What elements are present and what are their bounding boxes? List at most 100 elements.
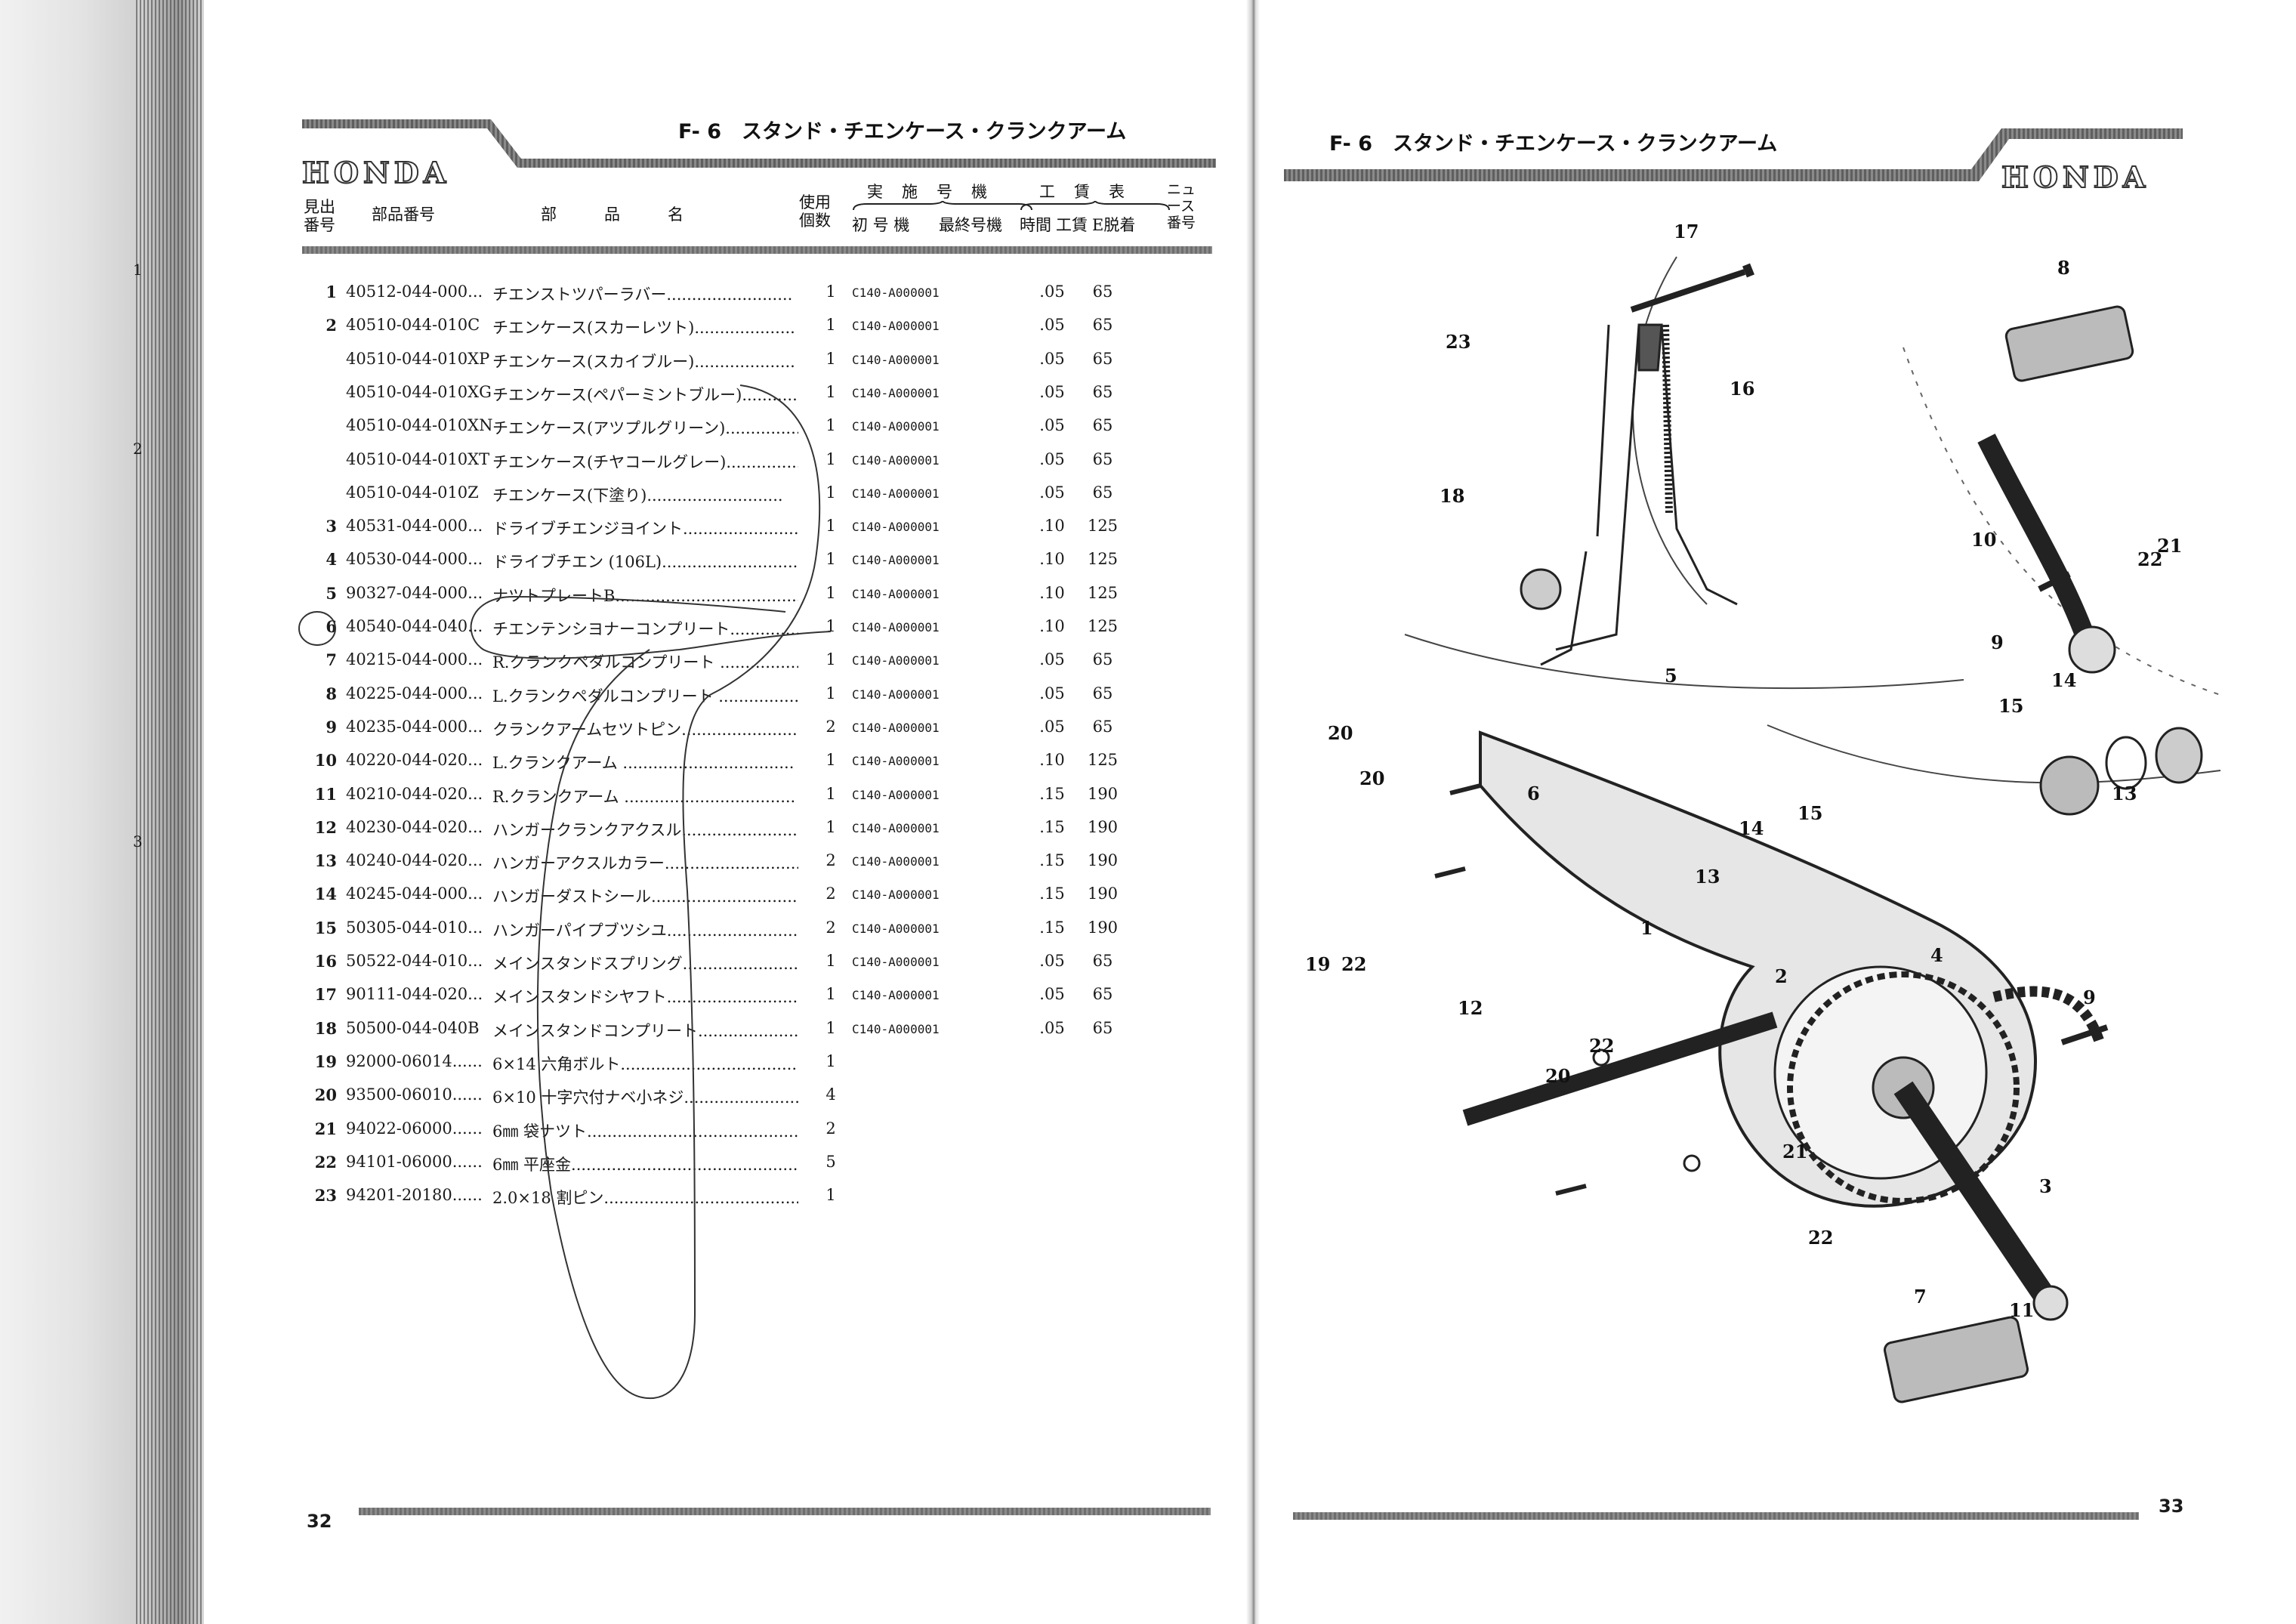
part-name-cell: ハンガーパイプブツシユ............................ [492,921,798,940]
first-machine-cell: C140-A000001 [852,620,940,634]
labor-fee-cell: 190 [1087,817,1119,836]
part-number-cell: 94022-06000...... [346,1119,483,1138]
ref-no-cell: 21 [314,1119,337,1138]
callout-21-top: 21 [2157,535,2183,557]
first-machine-cell: C140-A000001 [852,921,940,936]
first-machine-cell: C140-A000001 [852,955,940,969]
qty-cell: 1 [826,985,836,1004]
labor-time-cell: .15 [1039,817,1065,836]
ref-no-cell: 12 [314,817,337,837]
qty-cell: 1 [826,550,836,569]
part-name-cell: チエンストツパーラバー......................... [492,286,793,304]
ref-no-cell: 15 [314,918,337,937]
qty-cell: 1 [826,382,836,401]
qty-cell: 1 [826,349,836,368]
table-row: 1 40512-044-000... チエンストツパーラバー............… [0,276,1246,310]
hdr-e-detach: E脱着 [1092,216,1136,234]
ref-no-cell: 13 [314,851,337,871]
labor-time-cell: .15 [1039,918,1065,937]
labor-fee-cell: 190 [1087,885,1119,903]
ref-no-cell: 4 [326,550,337,570]
part-number-cell: 40510-044-010C [346,316,480,335]
handwritten-annotation [298,384,832,1400]
ref-no-cell: 14 [314,885,337,904]
qty-cell: 1 [826,1051,836,1070]
callout-20-c: 20 [1545,1065,1571,1087]
callout-12: 12 [1458,997,1483,1019]
callout-2: 2 [1775,965,1788,987]
qty-cell: 1 [826,1018,836,1037]
part-number-cell: 40540-044-040... [346,617,483,635]
ref-no-cell: 8 [326,684,337,703]
qty-cell: 1 [826,751,836,770]
labor-fee-cell: 125 [1087,550,1119,569]
part-name-cell: チエンテンシヨナーコンプリート................ [492,620,798,638]
part-number-cell: 50522-044-010... [346,952,483,970]
hdr-last: 最終号機 [939,216,1002,234]
labor-fee-cell: 65 [1092,717,1113,736]
part-number-cell: 40230-044-020... [346,817,483,836]
qty-cell: 1 [826,784,836,803]
labor-time-cell: .15 [1039,885,1065,903]
part-number-cell: 90327-044-000... [346,583,483,602]
ref-no-cell: 7 [326,650,337,670]
labor-time-cell: .10 [1039,751,1065,770]
first-machine-cell: C140-A000001 [852,319,940,334]
ref-no-cell: 3 [326,517,337,536]
header-rule [302,246,1212,254]
callout-3: 3 [2039,1175,2052,1197]
first-machine-cell: C140-A000001 [852,352,940,367]
qty-cell: 1 [826,517,836,536]
part-name-cell: チエンケース(スカーレツト).................... [492,319,795,338]
part-name-cell: 2.0×18 割ピン..............................… [492,1189,798,1208]
hdr-qty: 使用個数 [799,193,831,230]
left-page-number: 32 [307,1511,332,1532]
callout-22-top: 22 [2137,548,2163,570]
left-footer-rule [359,1508,1211,1515]
left-page-stripes [136,0,204,1624]
part-name-cell: チエンケース(ペパーミントブルー)........... [492,385,798,404]
first-machine-cell: C140-A000001 [852,687,940,702]
part-name-cell: 6㎜ 平座金..................................… [492,1155,798,1174]
labor-fee-cell: 190 [1087,784,1119,803]
labor-time-cell: .05 [1039,650,1065,669]
part-number-cell: 40512-044-000... [346,283,483,301]
hdr-labor-brace [1020,201,1170,211]
labor-fee-cell: 65 [1092,650,1113,669]
labor-fee-cell: 125 [1087,751,1119,770]
callout-13-top: 13 [2112,783,2137,804]
first-machine-cell: C140-A000001 [852,385,940,400]
part-name-cell: チエンケース(スカイブルー).................... [492,352,795,371]
qty-cell: 1 [826,316,836,335]
part-number-cell: 40225-044-000... [346,684,483,702]
labor-fee-cell: 125 [1087,583,1119,602]
first-machine-cell: C140-A000001 [852,988,940,1003]
labor-time-cell: .05 [1039,349,1065,368]
part-name-cell: チエンケース(チヤコールグレー)............... [492,452,798,471]
part-number-cell: 50305-044-010... [346,918,483,937]
labor-time-cell: .05 [1039,483,1065,502]
right-page-number: 33 [2159,1496,2184,1517]
hdr-first: 初 号 機 [852,216,910,234]
first-machine-cell: C140-A000001 [852,653,940,668]
callout-17: 17 [1674,221,1699,242]
labor-time-cell: .05 [1039,952,1065,970]
callout-6: 6 [1527,783,1540,804]
qty-cell: 1 [826,283,836,301]
qty-cell: 2 [826,717,836,736]
center-gutter [1246,0,1260,1624]
first-machine-cell: C140-A000001 [852,452,940,468]
callout-18: 18 [1440,485,1465,507]
labor-time-cell: .05 [1039,283,1065,301]
ref-no-cell: 20 [314,1085,337,1105]
labor-time-cell: .05 [1039,316,1065,335]
